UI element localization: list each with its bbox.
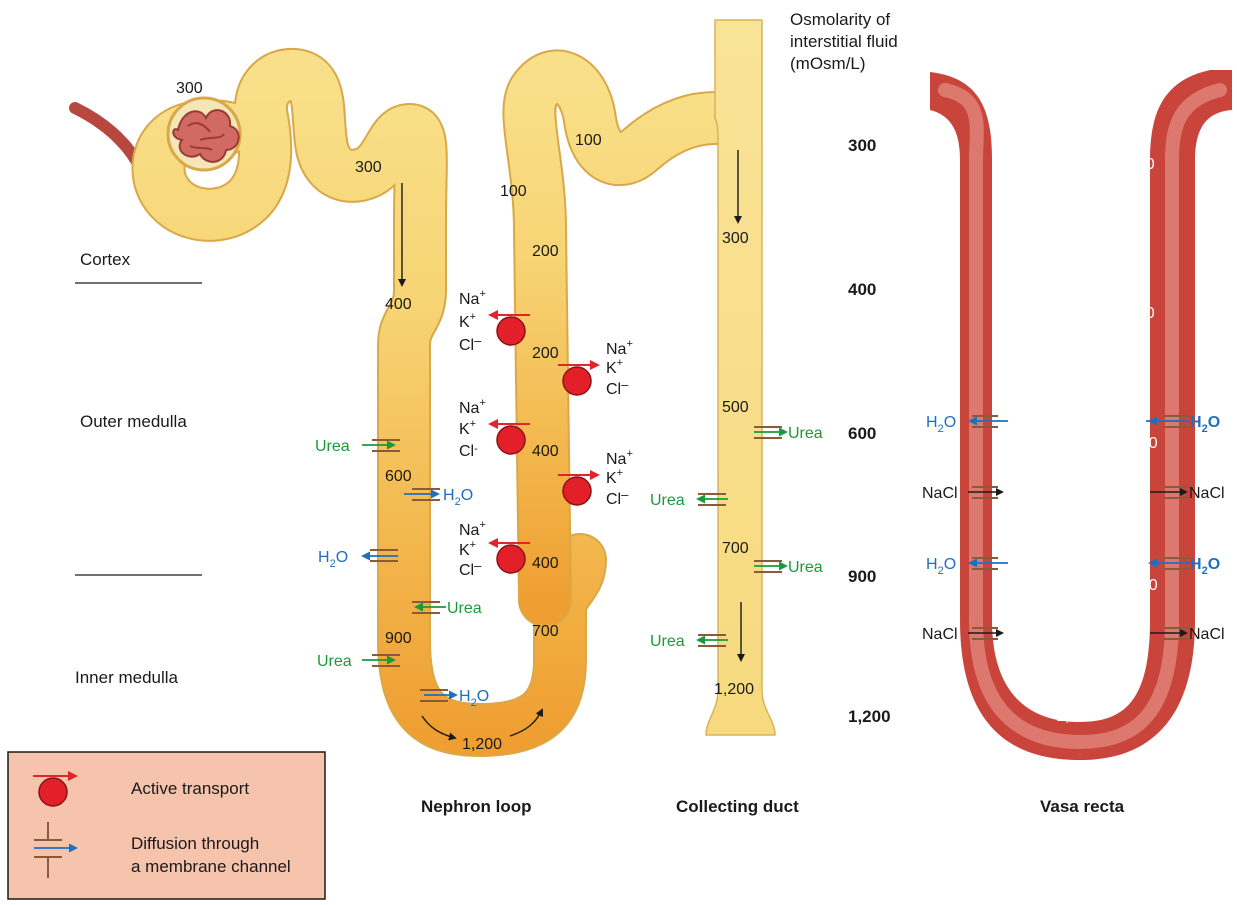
duct-1200: 1,200 [714, 681, 754, 698]
zone-inner-medulla: Inner medulla [75, 668, 179, 687]
pump1-k: K+ [459, 311, 476, 331]
vasa-d900: 900 [993, 611, 1020, 628]
vasa-d600: 600 [993, 526, 1020, 543]
pump5 [497, 545, 525, 573]
urea-label-2: Urea [447, 600, 482, 617]
scale-900: 900 [848, 567, 876, 586]
duct-700: 700 [722, 540, 749, 557]
legend-active-label: Active transport [131, 779, 249, 798]
scale-600: 600 [848, 424, 876, 443]
duct-500: 500 [722, 399, 749, 416]
vasa-h2o-1: H2O [926, 414, 956, 435]
urea-label-3: Urea [317, 653, 352, 670]
pump2 [563, 367, 591, 395]
pump2-na: Na+ [606, 338, 633, 358]
pump1-cl: Cl– [459, 333, 482, 354]
pump5-na: Na+ [459, 519, 486, 539]
vasa-a600: 600 [1131, 435, 1158, 452]
vasa-values: 300 400 600 900 1,200 300 400 600 900 [993, 156, 1158, 725]
vasa-nacl-2: NaCl [922, 626, 958, 643]
vasa-bottom: 1,200 [1056, 708, 1096, 725]
zone-cortex: Cortex [80, 250, 131, 269]
val-300-pct: 300 [355, 159, 382, 176]
osmolarity-scale: 300 400 600 900 1,200 [848, 136, 891, 726]
pump2-cl: Cl– [606, 377, 629, 398]
val-200-asc-low: 200 [532, 345, 559, 362]
pump3-na: Na+ [459, 397, 486, 417]
vasa-nacl-4: NaCl [1189, 626, 1225, 643]
caption-nephron-loop: Nephron loop [421, 797, 531, 816]
captions: Nephron loop Collecting duct Vasa recta [421, 797, 1125, 816]
legend-box [8, 752, 325, 899]
h2o-label-1: H2O [443, 487, 473, 508]
vasa-a300: 300 [1128, 156, 1155, 173]
scale-300: 300 [848, 136, 876, 155]
header-line2: interstitial fluid [790, 32, 898, 51]
duct-300: 300 [722, 230, 749, 247]
val-600: 600 [385, 468, 412, 485]
pump3-cl: Cl- [459, 443, 478, 460]
header-line1: Osmolarity of [790, 10, 890, 29]
val-1200: 1,200 [462, 736, 502, 753]
val-100-dct: 100 [575, 132, 602, 149]
pump3 [497, 426, 525, 454]
urea-label-1: Urea [315, 438, 350, 455]
header-line3: (mOsm/L) [790, 54, 866, 73]
legend: Active transport Diffusion through a mem… [8, 752, 325, 899]
vasa-nacl-3: NaCl [1189, 485, 1225, 502]
legend-diffusion-line1: Diffusion through [131, 834, 259, 853]
vasa-d400: 400 [993, 376, 1020, 393]
duct-urea-2: Urea [650, 492, 685, 509]
vasa-nacl-1: NaCl [922, 485, 958, 502]
pump5-cl: Cl– [459, 558, 482, 579]
pump3-k: K+ [459, 418, 476, 438]
h2o-label-2: H2O [318, 549, 348, 570]
val-100-asc: 100 [500, 183, 527, 200]
glomerulus [168, 98, 240, 170]
vasa-d300: 300 [993, 156, 1020, 173]
pump4 [563, 477, 591, 505]
pump5-k: K+ [459, 539, 476, 559]
pump2-k: K+ [606, 357, 623, 377]
val-200-asc: 200 [532, 243, 559, 260]
pump4-cl: Cl– [606, 487, 629, 508]
osmolarity-header: Osmolarity of interstitial fluid (mOsm/L… [790, 10, 898, 73]
scale-400: 400 [848, 280, 876, 299]
pump4-na: Na+ [606, 448, 633, 468]
legend-diffusion-line2: a membrane channel [131, 857, 291, 876]
vasa-h2o-2: H2O [926, 556, 956, 577]
val-900: 900 [385, 630, 412, 647]
duct-urea-4: Urea [650, 633, 685, 650]
pump4-k: K+ [606, 467, 623, 487]
vasa-a900: 900 [1131, 577, 1158, 594]
duct-urea-3: Urea [788, 559, 823, 576]
zone-labels: Cortex Outer medulla Inner medulla [75, 250, 202, 687]
val-300-capsule: 300 [176, 80, 203, 97]
caption-collecting-duct: Collecting duct [676, 797, 799, 816]
scale-1200: 1,200 [848, 707, 891, 726]
legend-pump-icon [39, 778, 67, 806]
pump1-na: Na+ [459, 288, 486, 308]
pump1 [497, 317, 525, 345]
val-700: 700 [532, 623, 559, 640]
val-400-asc-low: 400 [532, 555, 559, 572]
val-400: 400 [385, 296, 412, 313]
vasa-a400: 400 [1128, 305, 1155, 322]
caption-vasa-recta: Vasa recta [1040, 797, 1125, 816]
val-400-asc: 400 [532, 443, 559, 460]
duct-urea-1: Urea [788, 425, 823, 442]
zone-outer-medulla: Outer medulla [80, 412, 187, 431]
